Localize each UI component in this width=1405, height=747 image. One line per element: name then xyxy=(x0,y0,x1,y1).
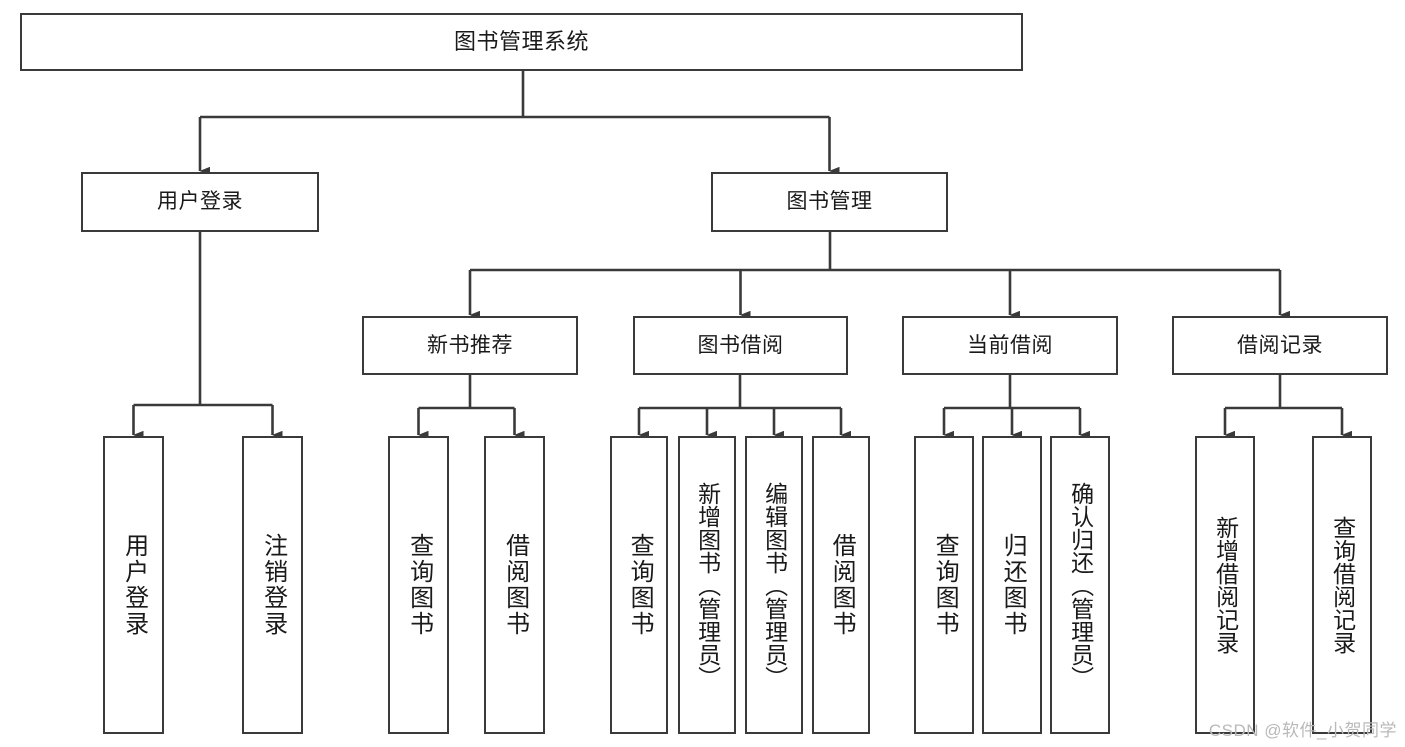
node-bookmgmt[interactable]: 图书管理 xyxy=(711,172,948,232)
node-leaf12[interactable]: 新增借阅记录 xyxy=(1195,436,1255,734)
node-label: 借阅图书 xyxy=(501,533,529,637)
node-label: 图书管理 xyxy=(786,190,873,214)
node-label: 编辑图书（管理员） xyxy=(761,481,788,689)
node-label: 新增图书（管理员） xyxy=(694,481,721,689)
node-leaf4[interactable]: 借阅图书 xyxy=(484,436,545,734)
node-leaf5[interactable]: 查询图书 xyxy=(610,436,668,734)
node-leaf7[interactable]: 编辑图书（管理员） xyxy=(745,436,803,734)
node-label: 当前借阅 xyxy=(967,333,1053,357)
node-label: 查询借阅记录 xyxy=(1329,516,1356,654)
node-leaf10[interactable]: 归还图书 xyxy=(982,436,1042,734)
node-label: 借阅图书 xyxy=(828,533,856,637)
node-label: 查询图书 xyxy=(626,533,654,637)
node-leaf8[interactable]: 借阅图书 xyxy=(812,436,870,734)
node-label: 查询图书 xyxy=(931,533,959,637)
node-label: 归还图书 xyxy=(999,533,1027,637)
node-label: 新书推荐 xyxy=(427,333,513,357)
node-leaf1[interactable]: 用户登录 xyxy=(103,436,164,734)
node-label: 图书借阅 xyxy=(697,333,784,357)
node-label: 图书管理系统 xyxy=(453,28,589,54)
node-leaf2[interactable]: 注销登录 xyxy=(242,436,303,734)
node-current[interactable]: 当前借阅 xyxy=(902,316,1118,375)
node-label: 用户登录 xyxy=(157,190,243,214)
node-leaf6[interactable]: 新增图书（管理员） xyxy=(678,436,736,734)
node-leaf3[interactable]: 查询图书 xyxy=(388,436,449,734)
node-leaf11[interactable]: 确认归还（管理员） xyxy=(1050,436,1110,734)
node-login[interactable]: 用户登录 xyxy=(81,172,319,232)
node-label: 用户登录 xyxy=(120,533,148,637)
node-leaf13[interactable]: 查询借阅记录 xyxy=(1312,436,1372,734)
node-label: 注销登录 xyxy=(259,533,287,637)
node-label: 借阅记录 xyxy=(1237,333,1323,357)
node-label: 新增借阅记录 xyxy=(1212,516,1239,654)
node-label: 查询图书 xyxy=(405,533,433,637)
node-label: 确认归还（管理员） xyxy=(1067,481,1094,689)
node-borrow[interactable]: 图书借阅 xyxy=(633,316,848,375)
node-root[interactable]: 图书管理系统 xyxy=(20,13,1023,71)
node-records[interactable]: 借阅记录 xyxy=(1172,316,1388,375)
node-newbook[interactable]: 新书推荐 xyxy=(362,316,578,375)
node-leaf9[interactable]: 查询图书 xyxy=(914,436,974,734)
watermark: CSDN @软件_小贺同学 xyxy=(1208,721,1397,740)
